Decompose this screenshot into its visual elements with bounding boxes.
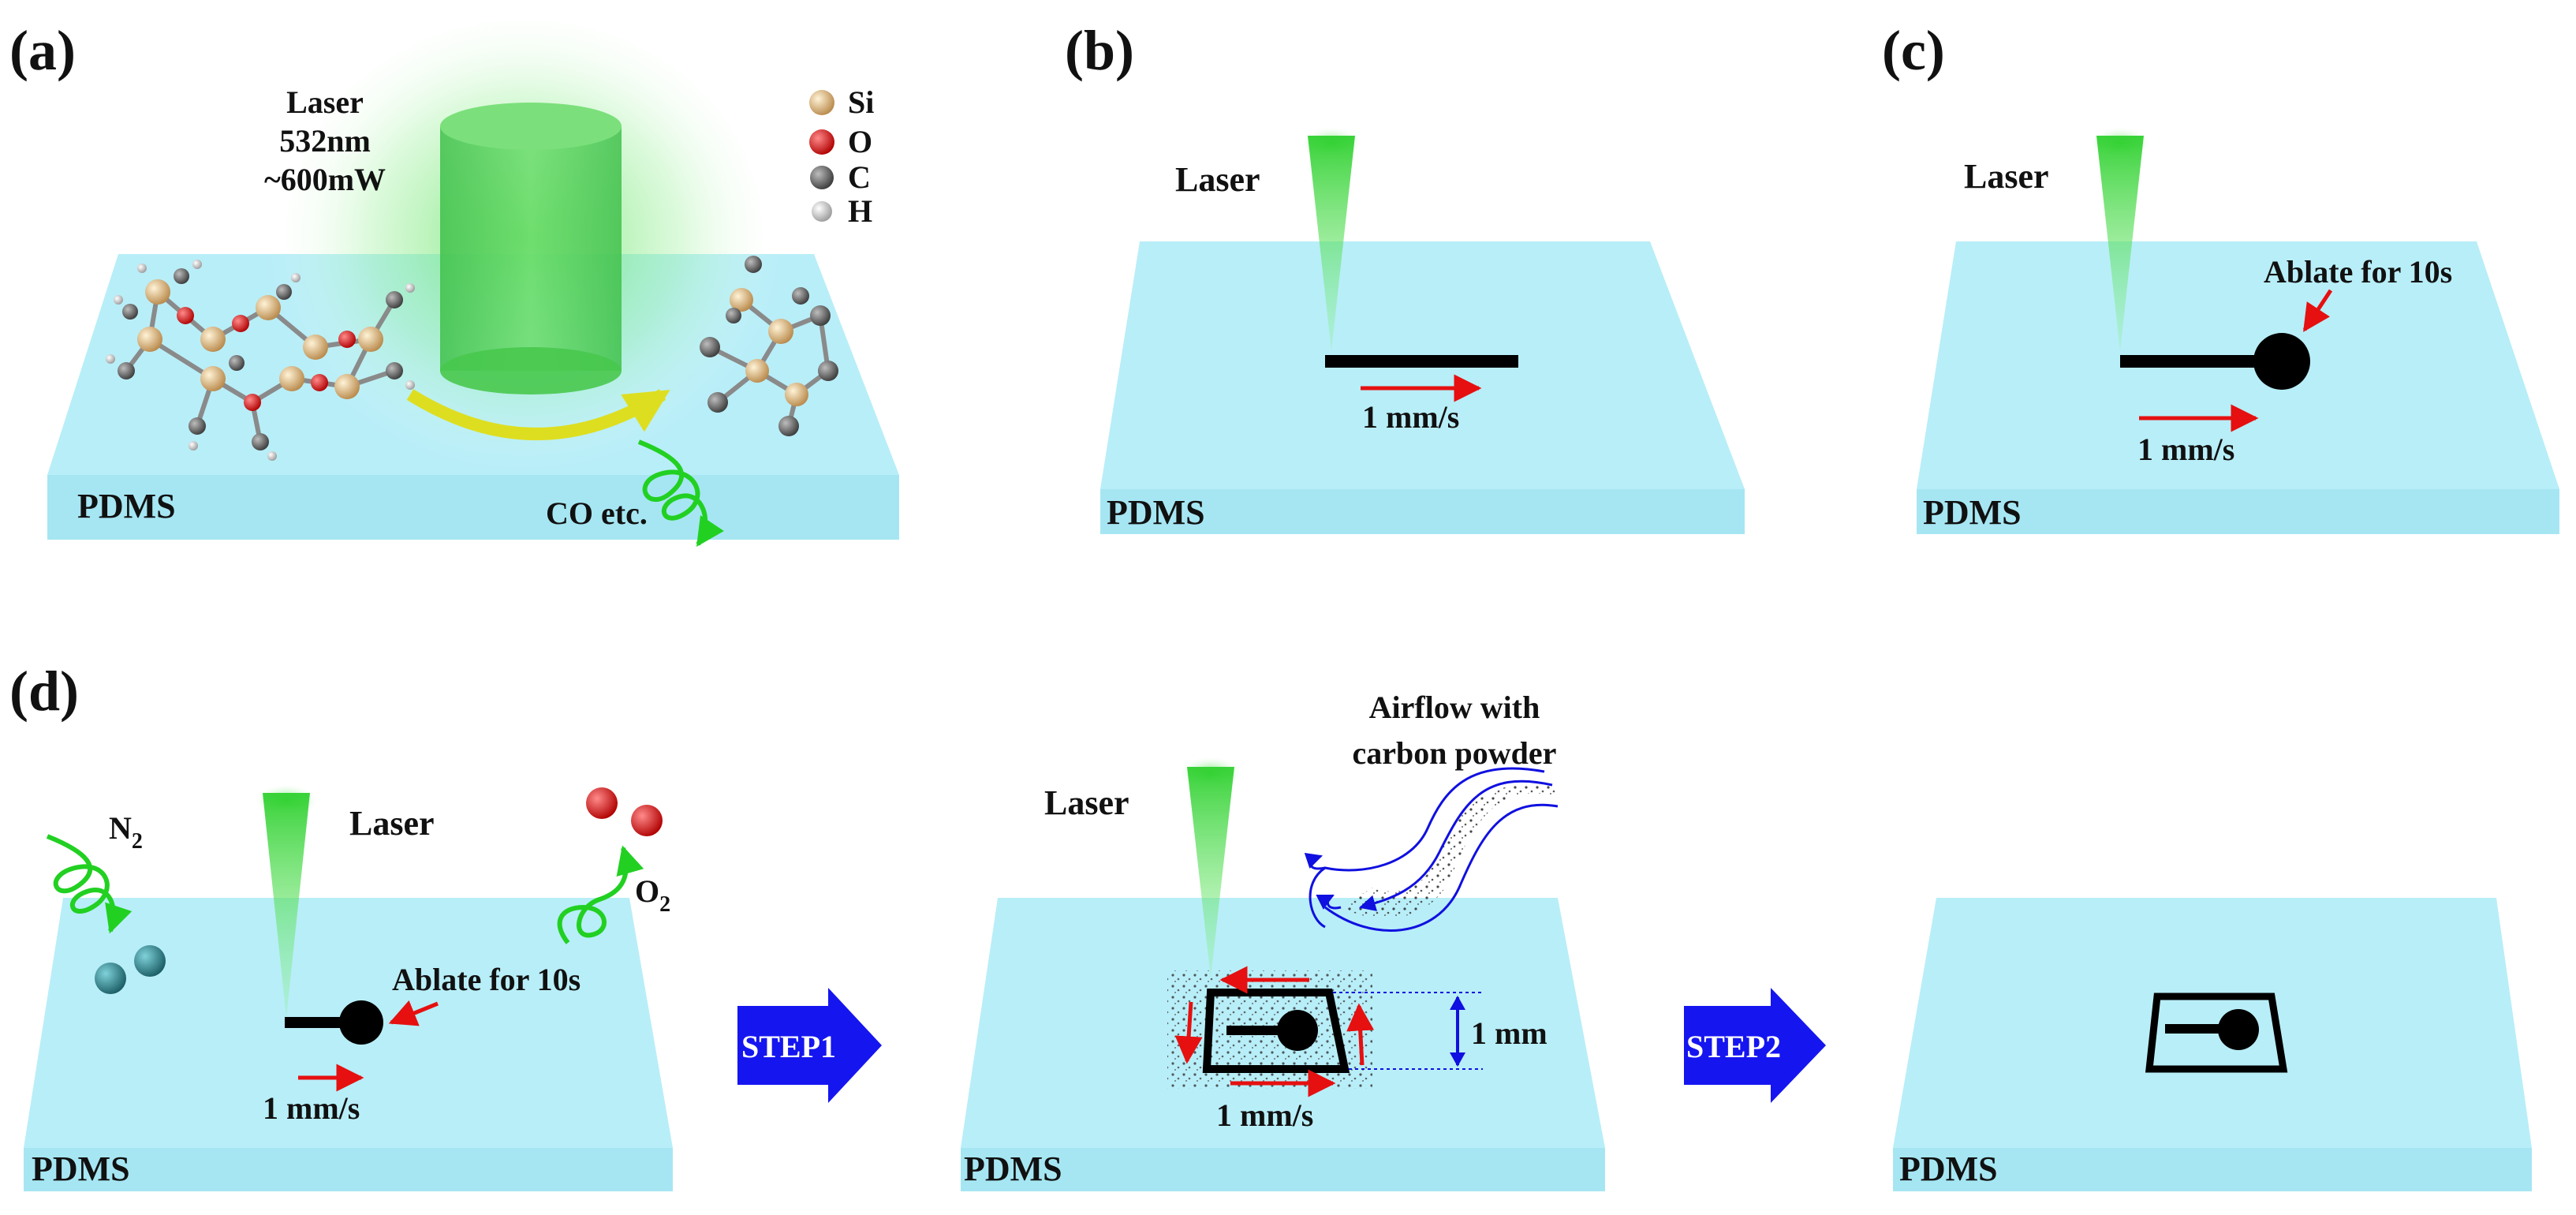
- pdms-molecule-atoms: [106, 260, 415, 461]
- panel-d-left: Laser N2 O2 Ablate for 10s 1 mm/s PDMS: [24, 783, 673, 1191]
- o-atom-icon: [809, 129, 834, 155]
- laser-label-c: Laser: [1964, 157, 2049, 196]
- ablated-line-d2: [1226, 1026, 1286, 1035]
- airflow-stream: [1304, 767, 1559, 933]
- ablated-dot-c: [2253, 333, 2310, 390]
- laser-label-d1: Laser: [349, 804, 435, 843]
- laser-label-a: Laser: [286, 84, 364, 120]
- scan-arrow-right: [1346, 1003, 1375, 1066]
- o2-molecule-icon: [586, 787, 663, 836]
- panel-a: (a) Laser 532nm ~600mW Si O C H: [9, 0, 899, 547]
- c-atom-icon: [810, 166, 834, 189]
- si-atom-icon: [809, 90, 834, 115]
- pdms-label-b: PDMS: [1107, 493, 1205, 532]
- final-dot: [2218, 1009, 2259, 1050]
- panel-d-label: (d): [9, 660, 79, 723]
- dimension-arrow-head-top: [1450, 996, 1465, 1010]
- panel-c: (c) Laser Ablate for 10s 1 mm/s PDMS: [1882, 19, 2559, 534]
- ablated-frame-d2: [1202, 989, 1350, 1073]
- legend-c: C: [848, 159, 871, 195]
- pdms-label-d1: PDMS: [32, 1150, 130, 1188]
- panel-b-label: (b): [1065, 19, 1134, 82]
- n2-label: N2: [109, 810, 143, 854]
- laser-beam-c: [2096, 136, 2144, 351]
- panel-d-right: PDMS: [1893, 898, 2532, 1191]
- laser-beam-d2: [1187, 767, 1234, 978]
- ablated-dot-d2: [1277, 1010, 1318, 1051]
- laser-beam-d1: [263, 793, 310, 1018]
- conversion-arrow: [406, 389, 670, 440]
- atom-legend: Si O C H: [809, 84, 874, 229]
- carbon-product-atoms: [700, 256, 838, 436]
- dimension-label: 1 mm: [1471, 1015, 1547, 1051]
- laser-label-b: Laser: [1175, 160, 1260, 199]
- ablate-pointer-c: [2302, 289, 2333, 332]
- ablated-dot-d1: [339, 1000, 383, 1045]
- legend-o: O: [848, 124, 872, 159]
- laser-beam-b: [1308, 136, 1355, 351]
- legend-h: H: [848, 193, 872, 229]
- laser-power: ~600mW: [264, 162, 386, 197]
- speed-label-c: 1 mm/s: [2137, 432, 2234, 467]
- pdms-substrate-c: [1917, 241, 2559, 534]
- ablate-pointer-d1: [388, 1000, 439, 1026]
- ablated-line-c: [2120, 355, 2270, 368]
- final-frame: [2145, 993, 2288, 1073]
- pdms-label-c: PDMS: [1923, 493, 2022, 532]
- scan-arrow-left: [1174, 1001, 1203, 1064]
- ablated-line-b: [1325, 355, 1518, 368]
- pdms-substrate-d-right: [1893, 898, 2532, 1191]
- o2-release-arrow: [557, 845, 644, 944]
- pdms-label-a: PDMS: [77, 487, 176, 525]
- laser-beam-cylinder: [440, 103, 622, 394]
- panel-a-label: (a): [9, 19, 76, 82]
- dimension-arrow-head-bottom: [1450, 1052, 1465, 1067]
- gas-release-arrow: [637, 439, 724, 547]
- n2-molecule-icon: [95, 945, 166, 994]
- panel-b: (b) Laser 1 mm/s PDMS: [1065, 19, 1745, 534]
- speed-label-d1: 1 mm/s: [263, 1090, 360, 1126]
- final-line: [2165, 1024, 2224, 1034]
- airflow-label-2: carbon powder: [1353, 735, 1557, 771]
- airflow-label-1: Airflow with: [1369, 690, 1540, 725]
- ablate-label-d1: Ablate for 10s: [392, 962, 581, 997]
- n2-flow-arrow: [46, 834, 133, 934]
- o2-label: O2: [635, 873, 670, 917]
- step2-label: STEP2: [1686, 1029, 1781, 1064]
- step1-label: STEP1: [741, 1029, 836, 1064]
- panel-c-label: (c): [1882, 19, 1945, 82]
- byproduct-label: CO etc.: [546, 495, 648, 531]
- panel-d-middle: Laser Airflow with carbon powder 1 mm 1 …: [961, 690, 1605, 1191]
- pdms-substrate-d-left: [24, 898, 673, 1191]
- laser-wavelength: 532nm: [279, 123, 371, 159]
- laser-label-d2: Laser: [1044, 783, 1129, 822]
- h-atom-icon: [812, 201, 832, 222]
- legend-si: Si: [848, 84, 874, 120]
- step2-arrow: STEP2: [1684, 988, 1826, 1103]
- ablate-label-c: Ablate for 10s: [2264, 254, 2452, 290]
- speed-label-d2: 1 mm/s: [1216, 1097, 1313, 1133]
- step1-arrow: STEP1: [737, 988, 882, 1103]
- pdms-label-d3: PDMS: [1899, 1150, 1998, 1188]
- speed-label-b: 1 mm/s: [1362, 399, 1459, 435]
- pdms-label-d2: PDMS: [964, 1150, 1062, 1188]
